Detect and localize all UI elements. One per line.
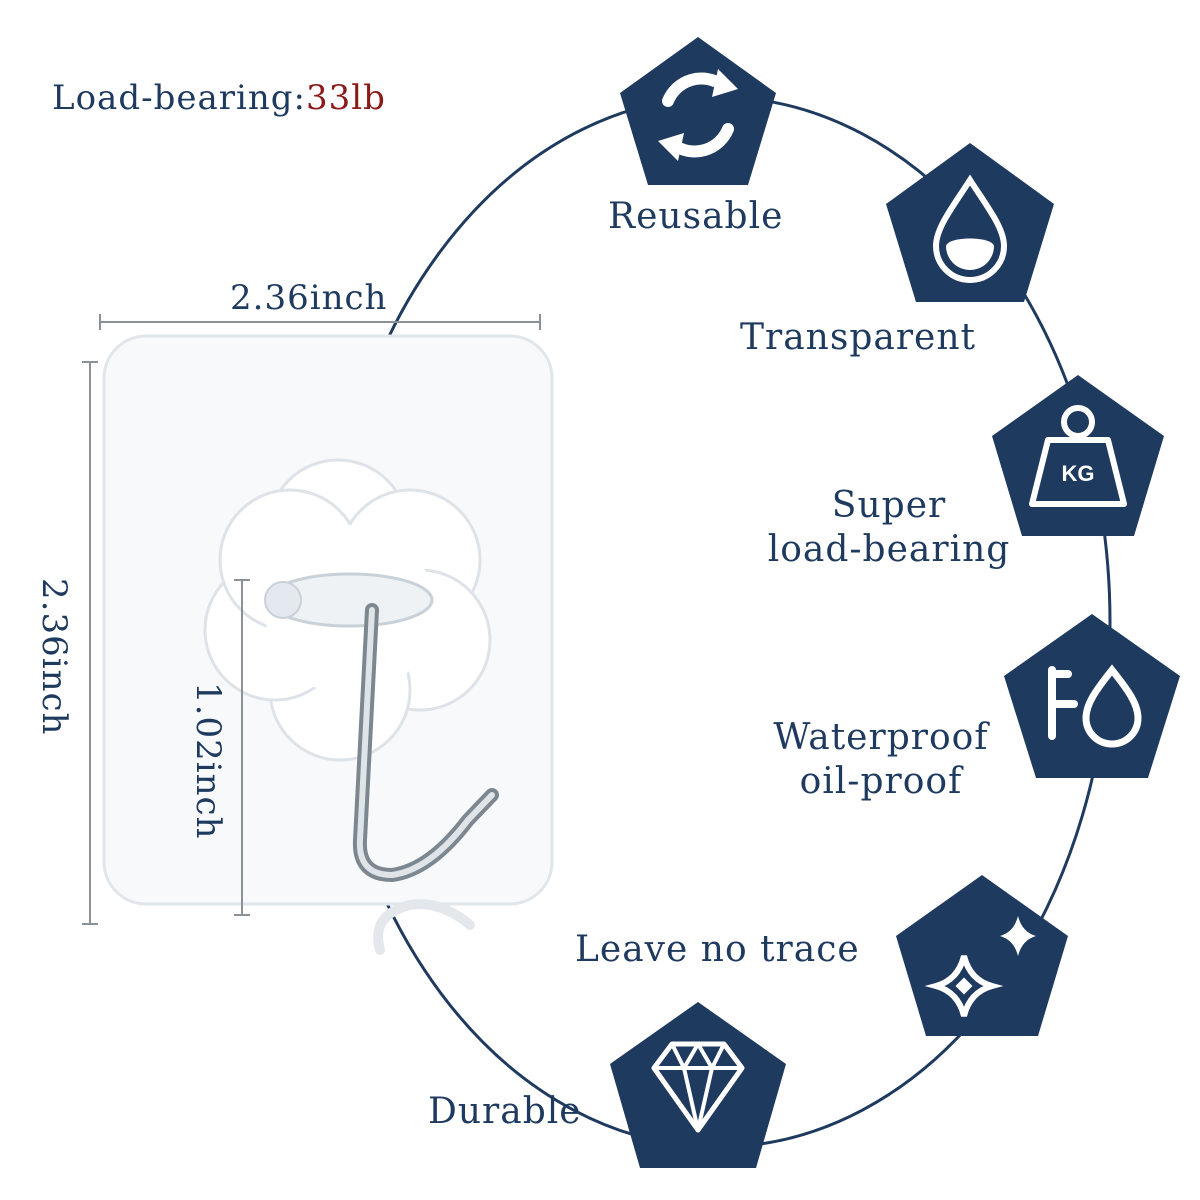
sparkle-icon: [896, 875, 1068, 1036]
hook-base: [264, 572, 434, 628]
hook-length-label: 1.02inch: [188, 682, 228, 840]
feature-label-transparent: Transparent: [740, 317, 977, 358]
load-bearing-value: 33lb: [305, 78, 386, 118]
kg-weight-icon: KG: [992, 375, 1164, 536]
feature-label-leave-no-trace: Leave no trace: [575, 929, 860, 970]
dimension-lines: [82, 314, 541, 925]
feature-label-line: load-bearing: [767, 529, 1011, 570]
diamond-icon: [610, 1002, 786, 1168]
width-dimension-label: 2.36inch: [230, 278, 388, 318]
flower-sticker: [203, 458, 492, 762]
adhesive-pad: [102, 334, 554, 906]
height-dimension-label: 2.36inch: [34, 578, 74, 736]
feature-label-durable: Durable: [428, 1091, 582, 1132]
feature-label-line: oil-proof: [799, 761, 963, 802]
faucet-drop-icon: [1004, 614, 1180, 778]
feature-label-waterproof: Waterproof oil-proof: [762, 716, 1000, 804]
metal-hook: [352, 603, 499, 955]
feature-label-super-load-bearing: Super load-bearing: [758, 484, 1020, 572]
kg-icon-text: KG: [1062, 461, 1095, 486]
water-drop-icon: [886, 143, 1054, 302]
feature-label-line: Waterproof: [773, 717, 989, 758]
feature-label-reusable: Reusable: [608, 196, 784, 237]
load-bearing-text: Load-bearing:: [52, 78, 306, 118]
load-bearing-label: Load-bearing:33lb: [52, 78, 386, 118]
feature-label-line: Super: [831, 485, 947, 526]
recycle-arrows-icon: [620, 37, 776, 185]
